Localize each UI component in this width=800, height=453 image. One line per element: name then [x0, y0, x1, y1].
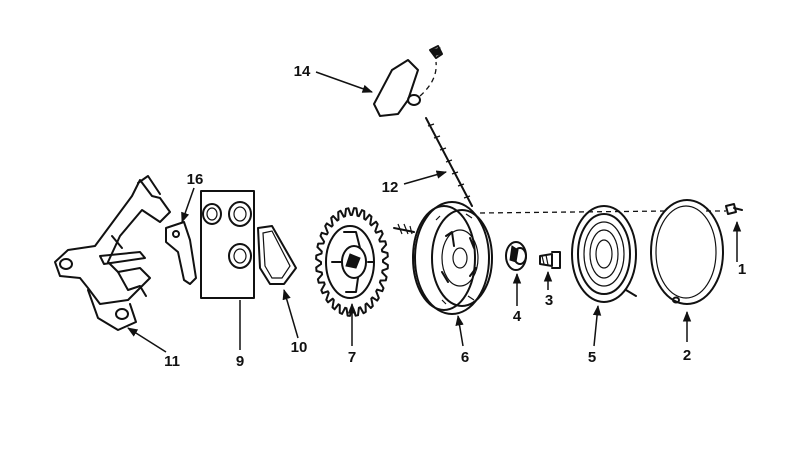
part-5-coil-spring — [571, 205, 637, 303]
assembly-dash-lines — [419, 61, 726, 214]
callout-7: 7 — [348, 349, 356, 366]
callout-2: 2 — [683, 347, 691, 364]
callout-9: 9 — [236, 353, 244, 370]
part-4-bushing — [505, 241, 527, 271]
callout-16: 16 — [187, 171, 204, 188]
callout-3: 3 — [545, 292, 553, 309]
part-3-screw — [539, 251, 561, 269]
callout-12: 12 — [382, 179, 399, 196]
part-7-gear — [315, 207, 389, 317]
callout-5: 5 — [588, 349, 596, 366]
leader-lines — [127, 71, 742, 353]
callouts: 1 2 3 4 5 6 7 9 10 11 12 14 16 — [164, 63, 746, 370]
part-11-bracket — [54, 175, 171, 331]
part-9-plate — [200, 190, 255, 299]
part-6-housing — [393, 201, 493, 315]
callout-6: 6 — [461, 349, 469, 366]
callout-4: 4 — [513, 308, 522, 325]
part-2-cover — [650, 199, 724, 305]
part-10-wire-spring — [257, 225, 297, 285]
part-12-rope — [425, 117, 473, 207]
part-1-screw — [725, 203, 743, 215]
callout-11: 11 — [164, 353, 180, 370]
callout-10: 10 — [291, 339, 308, 356]
part-16-lever — [165, 221, 197, 285]
callout-14: 14 — [294, 63, 311, 80]
callout-1: 1 — [738, 261, 746, 278]
part-14-handle — [373, 45, 443, 117]
